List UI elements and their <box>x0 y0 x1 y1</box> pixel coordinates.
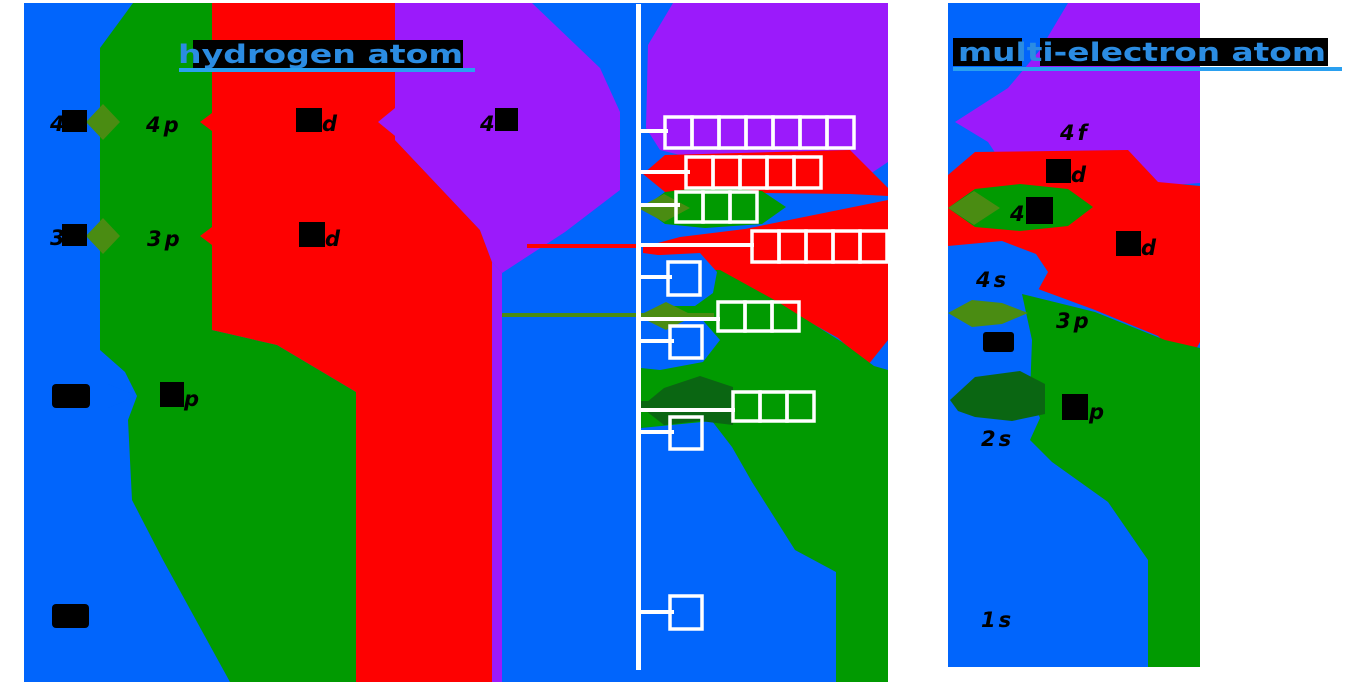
redaction-mark-4p-right <box>1026 197 1053 224</box>
hydrogen-title: hydrogen atom <box>178 40 463 70</box>
label-4d-right: d <box>1071 163 1089 187</box>
orbital-box <box>785 390 816 423</box>
tick-3d <box>638 243 754 247</box>
orbital-box-row-1s <box>668 594 704 631</box>
multi-title-highlight-2 <box>1040 38 1328 66</box>
label-4p: 4p <box>145 113 182 137</box>
olive-3p-tickline <box>502 313 714 317</box>
orbital-box <box>770 300 801 333</box>
orbital-box-row-4s <box>666 260 702 297</box>
label-1s-right: 1s <box>981 608 1014 632</box>
tick-4s <box>638 275 672 279</box>
tick-2p <box>638 408 735 412</box>
label-3d: d <box>325 227 343 251</box>
green-4p-blob <box>643 187 786 228</box>
red-notch-4p <box>200 104 224 140</box>
orbital-box <box>792 155 823 190</box>
redaction-mark-1s <box>52 604 89 628</box>
titles-group: hydrogen atom multi-electron atom <box>178 38 1342 72</box>
orbital-box-row-2p <box>731 390 816 423</box>
orbital-box <box>666 260 702 297</box>
orbital-box-row-4f <box>663 115 856 150</box>
redaction-mark-4d-right <box>1046 159 1071 183</box>
hydrogen-panel <box>24 3 888 682</box>
orbital-box <box>668 415 704 451</box>
redaction-mark-3d <box>299 222 325 247</box>
orbital-box-row-4d <box>684 155 823 190</box>
label-3s: 3 <box>50 226 68 250</box>
hydrogen-title-highlight <box>193 40 463 68</box>
red-3d-tickline <box>527 244 638 248</box>
blue-bottom-pocket <box>641 421 836 682</box>
blue-notch-2s <box>108 384 137 408</box>
olive-diamond-4p-right <box>948 191 1000 225</box>
dark-green-2p-arrow <box>641 376 733 425</box>
multi-electron-labels: 4f d 4 d 4s 3p p 2s 1s <box>975 121 1159 632</box>
hydrogen-title-underline <box>179 68 475 72</box>
orbital-box-row-2s <box>668 415 704 451</box>
dark-green-2p-arrow-right <box>950 371 1045 421</box>
multi-title-underline <box>953 67 1342 71</box>
label-3p: 3p <box>147 227 183 251</box>
olive-diamond-3s-3p <box>86 218 120 254</box>
green-p-region <box>100 3 356 682</box>
redaction-mark-3s-right <box>983 332 1014 352</box>
label-4p-right: 4 <box>1009 202 1028 226</box>
redaction-mark-2s <box>52 384 90 408</box>
tick-4p <box>638 203 680 207</box>
label-4f-right: 4f <box>1059 121 1090 145</box>
orbital-box-row-3d <box>750 229 889 264</box>
multi-electron-title: multi-electron atom <box>958 38 1326 68</box>
label-2p: p <box>183 387 202 411</box>
label-2s-right: 2s <box>981 427 1014 451</box>
orbital-box <box>668 324 704 360</box>
energy-axis-group <box>636 4 889 670</box>
orbital-box <box>668 594 704 631</box>
blue-4s-pocket-right <box>948 241 1048 308</box>
redaction-mark-2p <box>160 382 184 407</box>
redaction-mark-3s <box>62 224 87 246</box>
purple-notch-4d <box>378 104 400 140</box>
green-4p-blob-right <box>948 184 1093 231</box>
olive-diamond-4s-4p <box>86 104 120 140</box>
multi-title-highlight-1 <box>953 38 1022 66</box>
dark-green-2p-line <box>641 401 733 408</box>
purple-f-stripe <box>492 262 502 682</box>
tick-2s <box>638 430 674 434</box>
orbital-box <box>825 115 856 150</box>
green-3p-2p-region-right <box>1022 294 1200 667</box>
tick-4f <box>638 129 668 133</box>
redaction-mark-3d-right <box>1116 231 1141 256</box>
hydrogen-labels: 4 4p d 4 3 3p d p <box>49 108 518 628</box>
orbital-box-row-3p <box>716 300 801 333</box>
energy-axis-line <box>636 4 641 670</box>
label-4f: 4 <box>479 112 498 136</box>
blue-4s-pocket <box>641 253 717 306</box>
tick-4d <box>638 170 690 174</box>
label-3p-right: 3p <box>1056 309 1092 333</box>
red-d-region <box>212 3 492 682</box>
orbital-box <box>858 229 889 264</box>
redaction-mark-4f <box>495 108 518 131</box>
label-2p-right: p <box>1088 400 1107 424</box>
tick-1s <box>638 610 674 614</box>
tick-3p <box>638 317 720 321</box>
redaction-mark-2p-right <box>1062 394 1088 420</box>
label-4d: d <box>322 112 340 136</box>
orbital-box-row-4p <box>674 190 759 224</box>
label-4s-right: 4s <box>975 268 1009 292</box>
red-3d-region <box>643 200 888 365</box>
redaction-mark-4d <box>296 108 322 132</box>
orbital-box <box>728 190 759 224</box>
label-4s: 4 <box>49 112 68 136</box>
orbital-box-row-3s <box>668 324 704 360</box>
tick-3s <box>638 339 674 343</box>
red-notch-3p <box>200 218 224 254</box>
olive-arrow-3s-right <box>948 300 1028 327</box>
label-3d-right: d <box>1141 236 1159 260</box>
redaction-mark-4s <box>62 110 87 132</box>
